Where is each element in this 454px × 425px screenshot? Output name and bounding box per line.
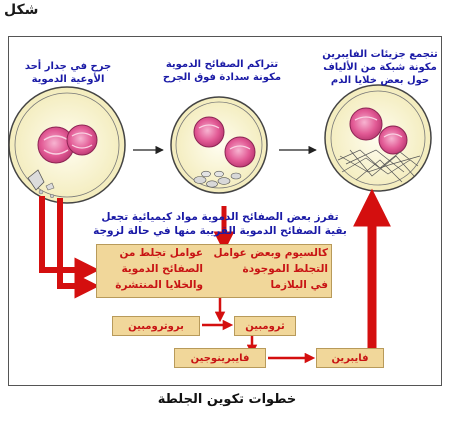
red-blood-cell [193,116,225,148]
stage-label-line: تتجمع جزيئات الفايبرين [322,49,438,60]
factor-line: عوامل تجلط من [119,247,203,259]
factor-line: في البلازما [270,279,328,291]
clotting-factors-box [96,244,332,298]
stage-label-line: مكونة شبكة من الألياف [323,62,437,73]
vessel-wound [8,86,126,204]
factor-line: والخلايا المنتشرة [115,279,203,291]
stage-label-wound: جرح في جدار أحد الأوعية الدموية [18,60,118,86]
chemical-note-line: تفرز بعض الصفائح الدموية مواد كيميائية ت… [101,211,339,223]
plasma-factors-text: كالسيوم وبعض عوامل التجلط الموجودة في ال… [208,245,328,293]
figure-caption: خطوات تكوين الجلطة [157,392,297,407]
red-blood-cell [378,125,408,155]
factor-line: الصفائح الدموية [121,263,203,275]
stage-label-line: جرح في جدار أحد [24,61,112,72]
red-blood-cell [349,107,383,141]
prothrombin-box: بروترومبين [112,316,200,336]
page-label: شكل [4,2,39,18]
vessel-fibrin-mesh [324,84,432,192]
platelet-factors-text: عوامل تجلط من الصفائح الدموية والخلايا ا… [105,245,203,293]
stage-label-line: الأوعية الدموية [31,74,105,85]
red-blood-cell [66,124,98,156]
factor-line: التجلط الموجودة [242,263,328,275]
stage-label-plug: تتراكم الصفائح الدموية مكونة سدادة فوق ا… [158,58,286,84]
fibrinogen-box: فايبرينوجين [174,348,266,368]
fibrin-box: فايبرين [316,348,384,368]
vessel-platelet-plug [170,96,268,194]
chemical-note-line: بقية الصفائح الدموية القريبة منها في حال… [93,225,347,237]
wound-tear [27,169,45,191]
stage-label-fibrin: تتجمع جزيئات الفايبرين مكونة شبكة من الأ… [316,48,444,87]
red-arrow-wound [39,196,100,283]
thrombin-box: ثرومبين [234,316,296,336]
stage-label-line: تتراكم الصفائح الدموية [165,59,279,70]
red-arrow-wound [57,198,100,299]
platelet-plug [193,170,242,188]
chemical-note: تفرز بعض الصفائح الدموية مواد كيميائية ت… [90,210,350,238]
stage-label-line: مكونة سدادة فوق الجرح [162,72,282,83]
red-blood-cell [224,136,256,168]
stage-label-line: حول بعض خلايا الدم [330,75,430,86]
factor-line: كالسيوم وبعض عوامل [213,247,328,259]
fibrin-threads [337,149,421,183]
